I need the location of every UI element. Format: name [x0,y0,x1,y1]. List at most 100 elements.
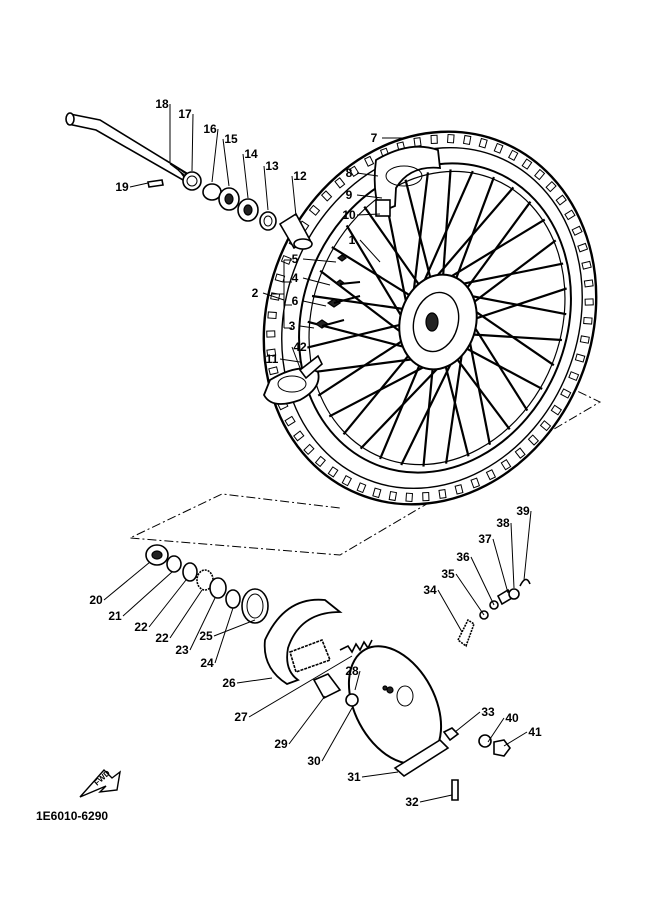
leader-line-3 [299,325,315,329]
callout-6: 6 [292,294,299,308]
leader-line-17 [191,113,194,172]
brake-plate-assembly [312,578,531,801]
leader-line-5 [302,258,337,263]
tread-knob [462,134,472,146]
callout-19: 19 [115,180,129,194]
leader-line-19 [129,182,149,188]
callout-12: 12 [293,169,307,183]
tread-knob [539,420,552,432]
callout-41: 41 [528,725,542,739]
tread-knob [266,330,276,338]
tread-knob [579,335,590,344]
callout-34: 34 [423,583,437,597]
callout-10: 10 [342,208,356,222]
callout-8: 8 [346,166,353,180]
spokes [307,169,567,467]
callout-33: 33 [481,705,495,719]
spoke [307,320,419,352]
callout-29: 29 [274,737,288,751]
spoke [441,169,452,285]
fwd-arrow-icon: FWD [79,768,121,798]
tread-knob [334,177,346,189]
leader-line-38 [510,522,515,589]
spoke [328,359,438,418]
tread-knob [500,459,512,471]
leader-line-42 [291,346,301,369]
spoke [427,186,515,287]
spoke [400,351,458,466]
tread-knob [308,204,321,216]
leader-line-29 [288,695,326,745]
callout-32: 32 [405,795,419,809]
leader-line-11 [279,358,301,363]
tread-knob [363,155,375,167]
tread-knob [577,242,589,253]
tread-knob [413,137,422,147]
tread-knob [571,225,583,236]
tread-knob [583,316,593,325]
leader-lines [103,104,532,803]
leader-line-25 [213,619,256,637]
spoke [452,353,511,431]
callout-39: 39 [516,504,530,518]
tread-knob [507,149,519,161]
spoke [466,329,491,445]
tread-knob [320,190,333,202]
spoke [319,269,413,342]
callout-7: 7 [371,131,378,145]
spoke [445,341,465,464]
tread-knob [581,260,592,270]
leader-line-40 [487,717,505,743]
callout-5: 5 [292,252,299,266]
callout-9: 9 [346,188,353,202]
tread-knob [303,443,315,456]
leader-line-10 [356,213,381,216]
callout-16: 16 [203,122,217,136]
tread-knob [545,180,557,193]
leader-line-34 [437,589,463,633]
tread-knob [564,209,576,221]
tire-tread [266,133,594,503]
callout-35: 35 [441,567,455,581]
tread-knob [521,158,533,170]
leader-line-41 [503,731,528,747]
callout-25: 25 [199,629,213,643]
callout-24: 24 [200,656,214,670]
leader-line-8 [356,172,379,177]
spoke [404,179,434,286]
spoke [310,356,428,374]
callout-4: 4 [292,271,299,285]
callout-1: 1 [349,233,356,247]
leader-line-26 [236,677,273,684]
tread-knob [550,404,563,416]
callout-36: 36 [456,550,470,564]
tread-knob [422,492,430,502]
tread-knob [348,165,360,177]
leader-line-2 [262,292,285,301]
spoke [363,206,424,291]
callout-23: 23 [175,643,189,657]
leader-line-4 [302,277,331,286]
spoke [359,357,449,450]
spoke [442,358,470,457]
callout-labels: 1234567891011121314151617181920212222232… [89,97,542,809]
leader-line-39 [523,510,532,581]
leader-line-23 [189,597,216,651]
leader-line-22 [148,579,187,628]
spoke [331,246,416,300]
spoke [460,344,543,390]
tread-knob [266,348,277,357]
callout-20: 20 [89,593,103,607]
callout-3: 3 [289,319,296,333]
callout-28: 28 [345,664,359,678]
leader-line-33 [454,711,481,733]
leader-line-28 [354,670,361,691]
tread-knob [493,142,504,154]
leader-line-35 [455,573,485,616]
spoke [411,172,429,303]
tread-knob [268,366,279,376]
tread-knob [527,434,540,446]
callout-22: 22 [134,620,148,634]
tread-knob [555,194,567,206]
